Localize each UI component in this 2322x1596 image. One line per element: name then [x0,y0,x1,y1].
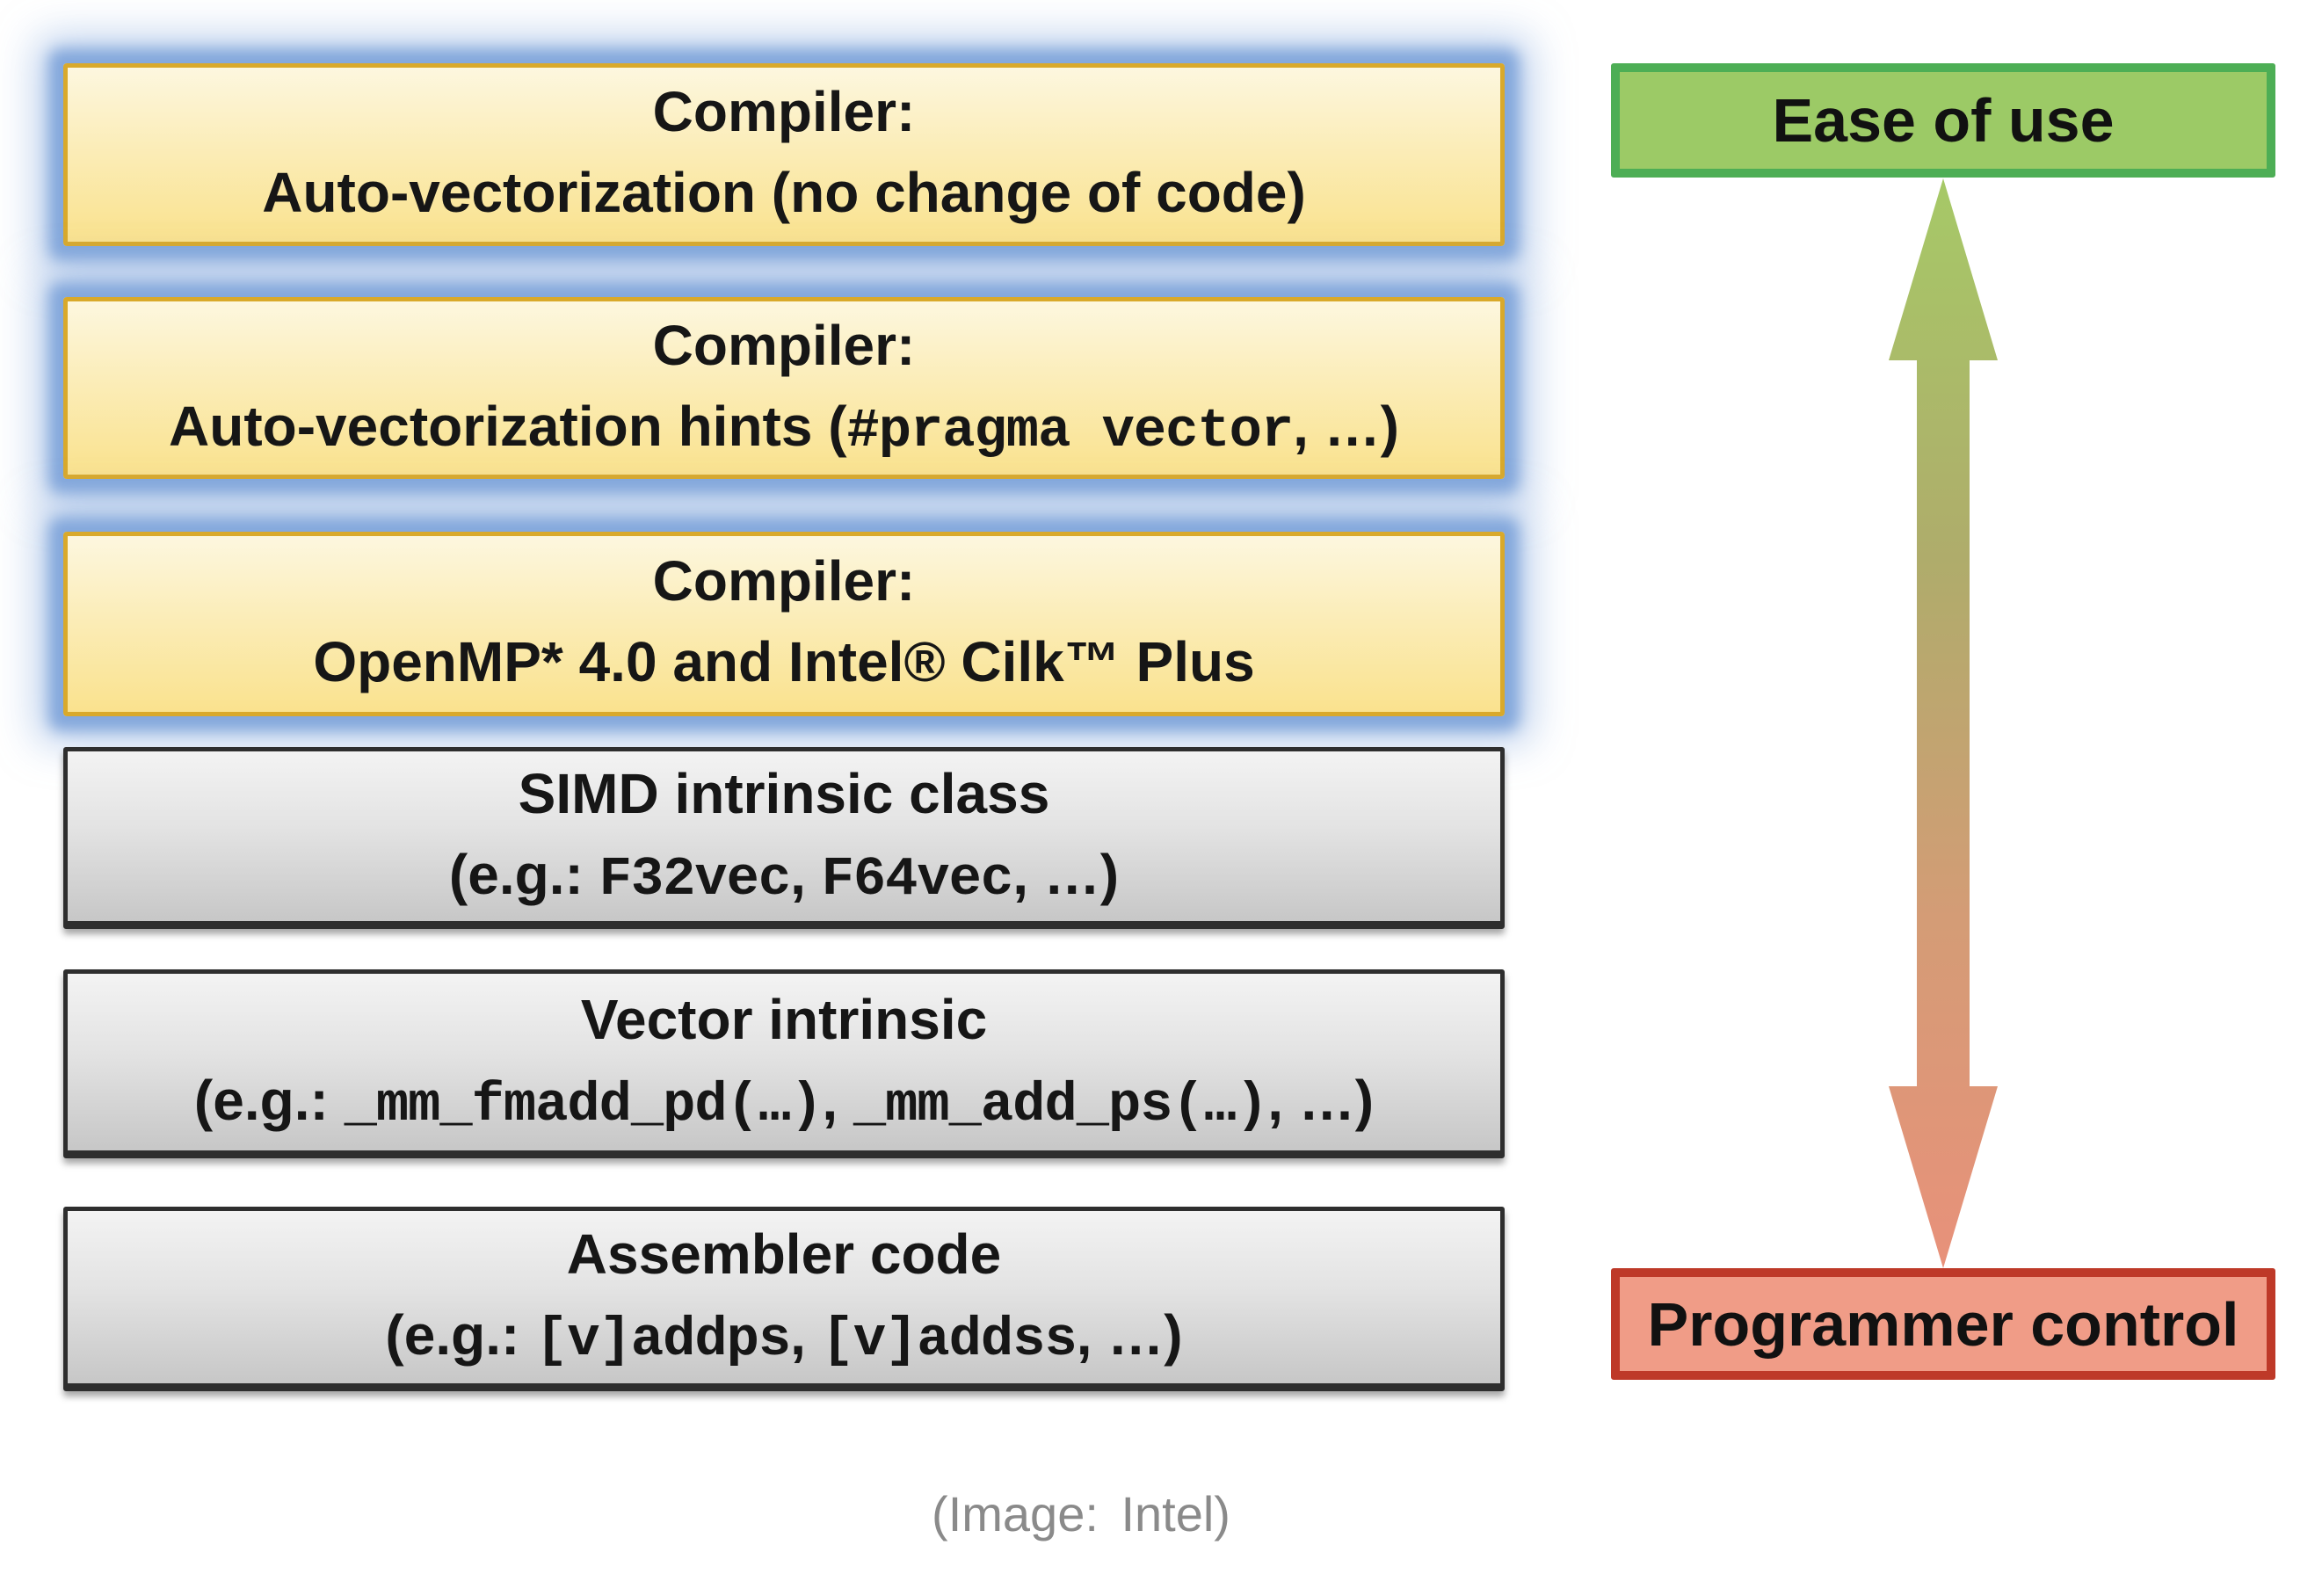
ease-control-gradient-arrow-icon [1889,178,1998,1268]
box-detail: (e.g.: [v]addps, [v]addss, …) [385,1303,1183,1371]
box-title: SIMD intrinsic class [518,761,1050,825]
box-detail: (e.g.: _mm_fmadd_pd(…), _mm_add_ps(…), …… [193,1068,1375,1136]
compiler-box-openmp-cilk: Compiler: OpenMP* 4.0 and Intel® Cilk™ P… [63,532,1505,716]
ease-of-use-label: Ease of use [1611,63,2275,178]
box-title: Vector intrinsic [580,987,988,1051]
box-detail: OpenMP* 4.0 and Intel® Cilk™ Plus [313,630,1255,693]
code-snippet: #pragma vector [846,399,1295,462]
code-snippet: _mm_add_ps(…) [853,1073,1268,1136]
compiler-box-auto-vectorization: Compiler: Auto-vectorization (no change … [63,63,1505,246]
code-snippet: [v]addss [821,1309,1078,1371]
box-detail: Auto-vectorization hints (#pragma vector… [169,394,1399,462]
simd-intrinsic-class-box: SIMD intrinsic class (e.g.: F32vec, F64v… [63,747,1505,929]
assembler-code-box: Assembler code (e.g.: [v]addps, [v]addss… [63,1207,1505,1391]
programmer-control-label: Programmer control [1611,1268,2275,1380]
box-title: Compiler: [652,313,916,377]
vector-intrinsic-box: Vector intrinsic (e.g.: _mm_fmadd_pd(…),… [63,969,1505,1158]
box-title: Compiler: [652,549,916,613]
image-credit-caption: (Image: Intel) [932,1486,1230,1542]
code-snippet: F64vec [821,847,1014,910]
box-title: Assembler code [566,1222,1002,1286]
code-snippet: _mm_fmadd_pd(…) [344,1073,824,1136]
box-detail: Auto-vectorization (no change of code) [262,161,1306,224]
box-title: Compiler: [652,80,916,143]
code-snippet: [v]addps [535,1309,791,1371]
code-snippet: F32vec [599,847,792,910]
box-detail: (e.g.: F32vec, F64vec, …) [448,842,1120,910]
compiler-box-hints: Compiler: Auto-vectorization hints (#pra… [63,297,1505,479]
